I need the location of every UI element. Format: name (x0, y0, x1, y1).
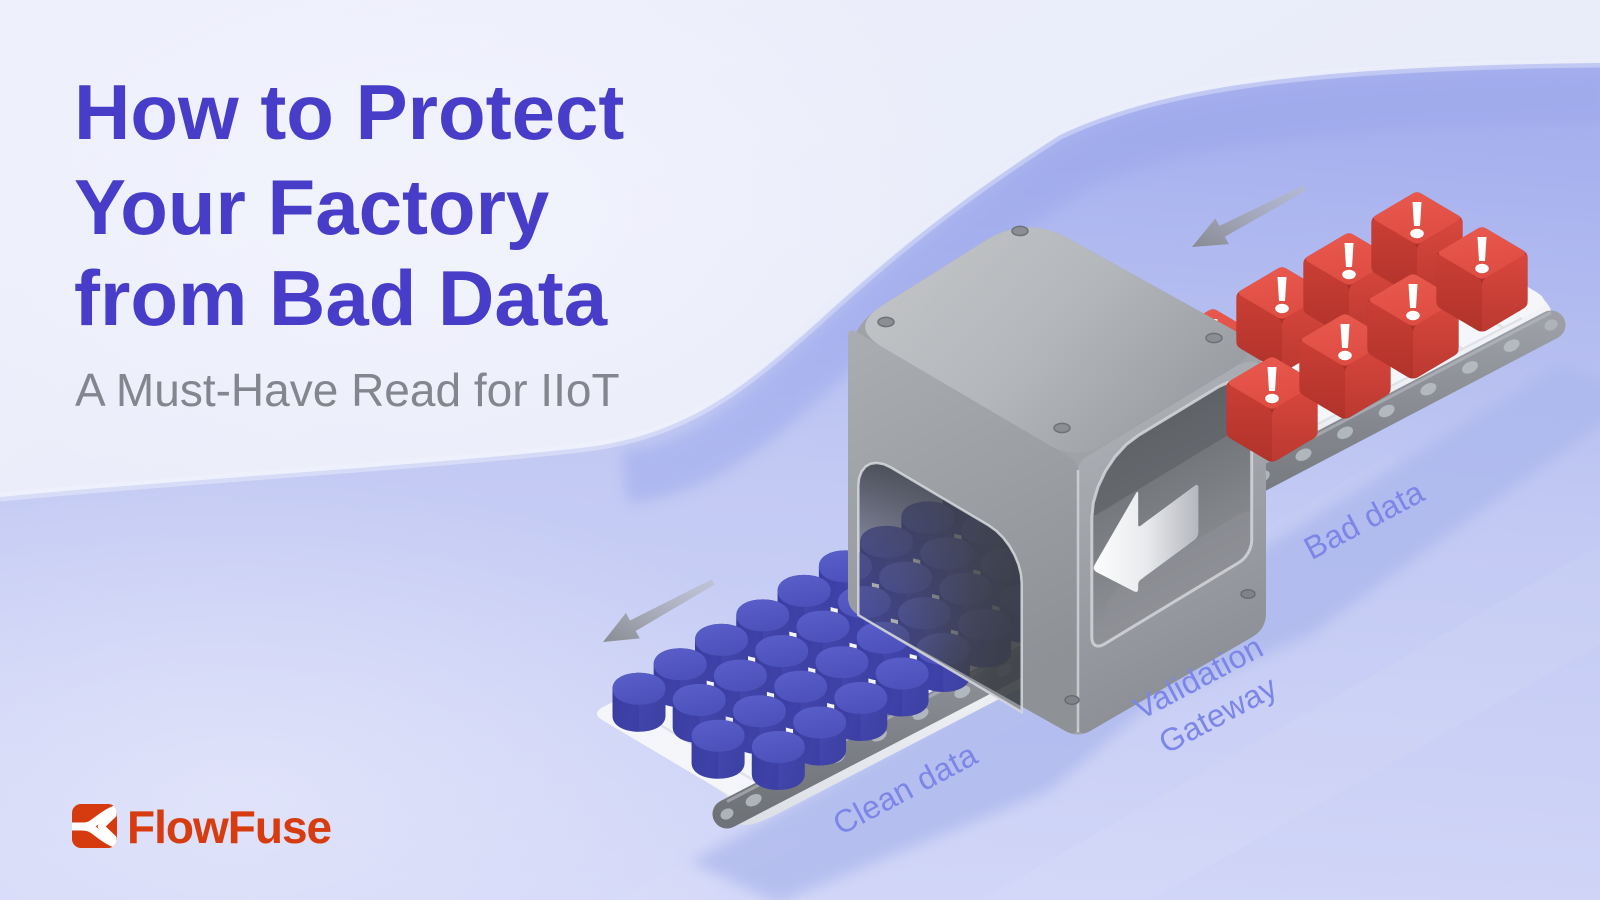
svg-text:from Bad Data: from Bad Data (74, 254, 608, 342)
svg-text:How to Protect: How to Protect (74, 68, 624, 156)
svg-text:FlowFuse: FlowFuse (127, 801, 332, 853)
svg-text:A Must-Have Read for IIoT: A Must-Have Read for IIoT (75, 364, 620, 416)
svg-text:Your Factory: Your Factory (74, 163, 549, 251)
